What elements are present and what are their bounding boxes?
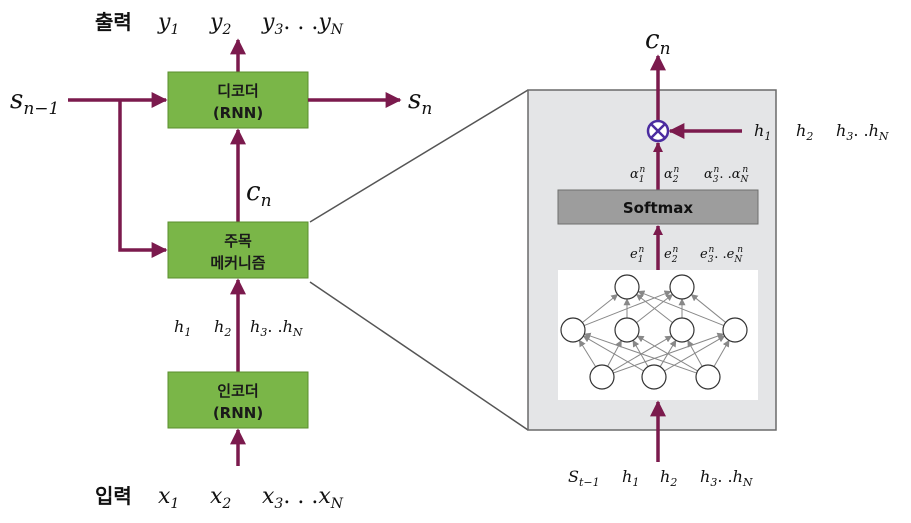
attention-line1: 주목: [224, 232, 252, 250]
svg-text:e1n: e1n: [630, 245, 644, 265]
output-y3-yn: y3. . .yN: [261, 10, 344, 38]
svg-text:h3. .hN: h3. .hN: [250, 317, 303, 339]
network-node: [669, 317, 695, 343]
decoder-line2: (RNN): [213, 104, 263, 122]
state-label: St−1: [568, 467, 600, 489]
svg-text:h1: h1: [174, 317, 191, 339]
input-label: 입력: [95, 484, 132, 508]
network-node: [641, 364, 667, 390]
network-connection: [690, 294, 726, 323]
output-row: 출력 y1 y2 y3. . .yN: [95, 10, 344, 38]
context-label: cn: [246, 177, 272, 211]
network-connection: [635, 293, 673, 324]
svg-text:e2n: e2n: [664, 245, 678, 265]
input-x3-xn: x3. . .xN: [262, 484, 344, 512]
network-connection: [582, 294, 619, 323]
right-bottom-labels: St−1 h1 h2 h3. .hN: [568, 467, 753, 489]
svg-text:h2: h2: [660, 467, 677, 489]
network-node: [614, 317, 640, 343]
zoom-line-bottom: [309, 281, 529, 431]
softmax-label: Softmax: [623, 199, 694, 217]
input-x1: x1: [158, 484, 179, 512]
encoder-line1: 인코더: [217, 382, 258, 400]
network-connection: [713, 339, 730, 367]
output-y1: y1: [157, 10, 179, 38]
network-connection: [607, 339, 622, 367]
network-node: [722, 317, 748, 343]
network-node: [589, 364, 615, 390]
s-prev-to-attention-arrow: [118, 100, 168, 258]
svg-text:α3n. .αNn: α3n. .αNn: [704, 165, 750, 185]
network-node: [695, 364, 721, 390]
svg-text:h3. .hN: h3. .hN: [700, 467, 753, 489]
right-hidden-labels-top: h1 h2 h3. .hN: [754, 121, 889, 143]
encoder-box: 인코더 (RNN): [167, 371, 309, 429]
alpha-labels: α1n α2n α3n. .αNn: [630, 165, 750, 185]
decoder-line1: 디코더: [217, 82, 258, 100]
svg-text:h2: h2: [214, 317, 231, 339]
attention-line2: 메커니즘: [210, 254, 265, 272]
input-row: 입력 x1 x2 x3. . .xN: [95, 484, 344, 512]
network-node: [614, 274, 640, 300]
network-connection: [636, 335, 698, 372]
s-prev-label: sn−1: [10, 85, 59, 119]
svg-text:e3n. .eNn: e3n. .eNn: [700, 245, 743, 265]
svg-text:h3. .hN: h3. .hN: [836, 121, 889, 143]
left-hidden-labels: h1 h2 h3. .hN: [174, 317, 303, 339]
network-node: [669, 274, 695, 300]
attention-box: 주목 메커니즘: [167, 221, 309, 279]
svg-text:h2: h2: [796, 121, 813, 143]
network-node: [560, 317, 586, 343]
network-connection: [578, 339, 597, 368]
svg-text:h1: h1: [754, 121, 771, 143]
neural-network: [560, 274, 748, 390]
output-y2: y2: [209, 10, 231, 38]
output-label: 출력: [95, 10, 132, 34]
right-context-label: cn: [645, 25, 671, 59]
network-connection: [637, 290, 725, 327]
network-connection: [582, 335, 644, 372]
input-x2: x2: [210, 484, 231, 512]
encoder-line2: (RNN): [213, 404, 263, 422]
network-connection: [583, 332, 697, 374]
softmax-box: Softmax: [557, 189, 759, 225]
zoom-line-top: [309, 89, 529, 223]
s-next-label: sn: [408, 85, 432, 119]
svg-text:α2n: α2n: [664, 165, 680, 185]
multiply-node: [646, 119, 670, 143]
network-connection: [687, 339, 703, 367]
svg-text:α1n: α1n: [630, 165, 646, 185]
decoder-box: 디코더 (RNN): [167, 71, 309, 129]
energy-labels: e1n e2n e3n. .eNn: [630, 245, 743, 265]
svg-text:h1: h1: [622, 467, 639, 489]
